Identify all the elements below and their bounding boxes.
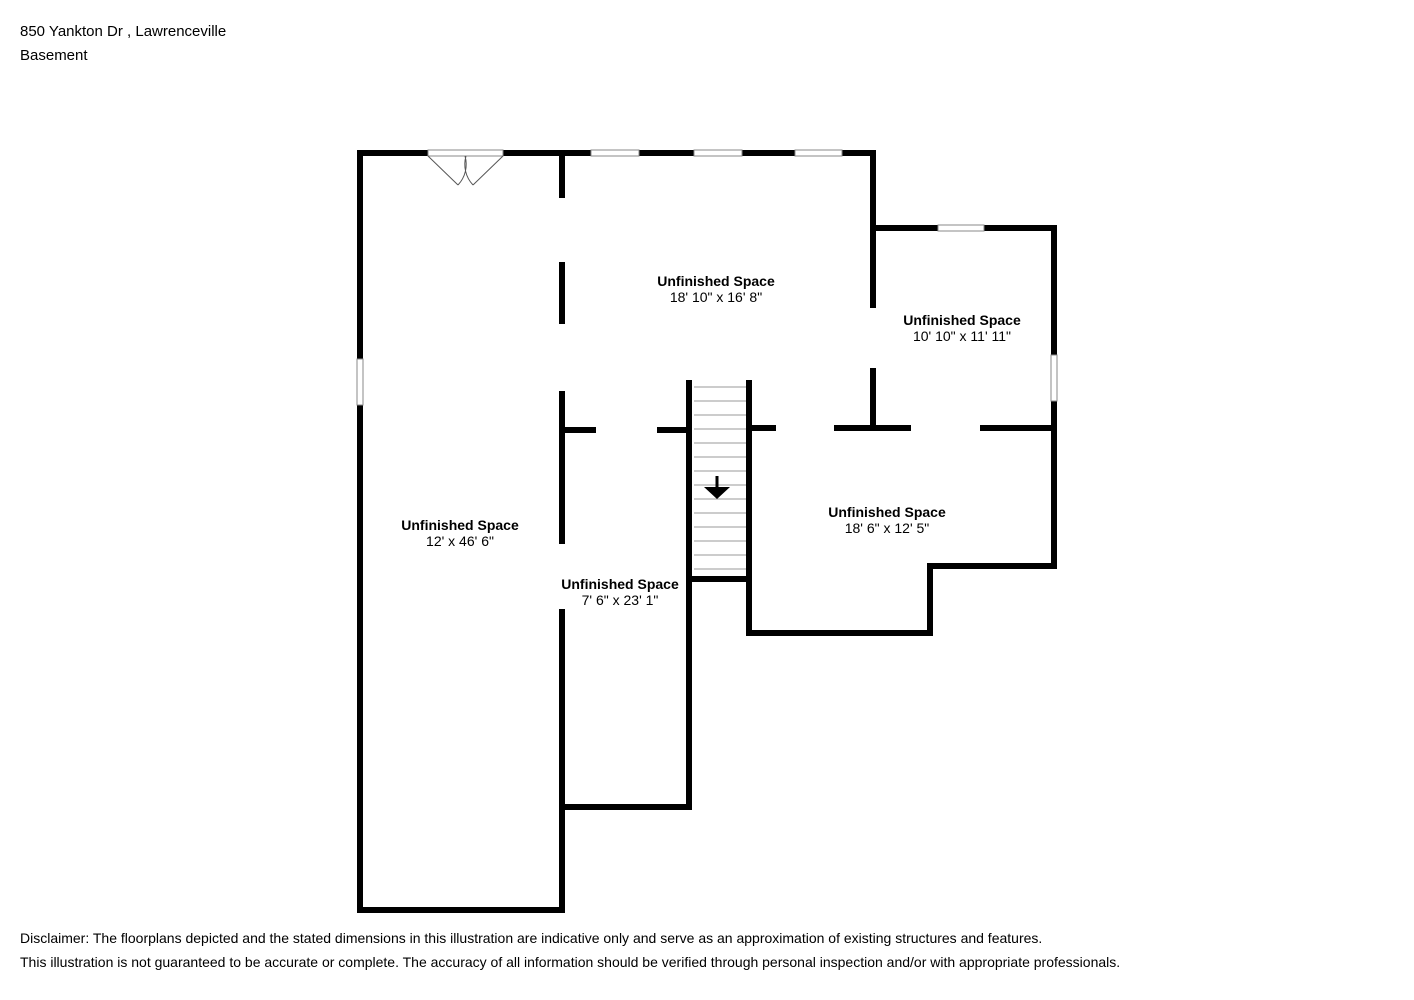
window-top-2 — [693, 149, 743, 157]
room-dimensions: 12' x 46' 6" — [426, 533, 494, 549]
room-label-top: Unfinished Space 18' 10" x 16' 8" — [657, 273, 775, 305]
window-left — [356, 358, 364, 406]
outer-wall-right-annex — [746, 225, 1057, 636]
room-dimensions: 7' 6" x 23' 1" — [582, 592, 659, 608]
stair-down-arrow-icon — [704, 476, 730, 499]
room-label-annex-bottom: Unfinished Space 18' 6" x 12' 5" — [828, 504, 946, 536]
door-opening — [427, 149, 504, 157]
door-leaf-right — [472, 155, 504, 186]
room-name: Unfinished Space — [561, 576, 679, 592]
room-label-left: Unfinished Space 12' x 46' 6" — [401, 517, 519, 549]
room-name: Unfinished Space — [401, 517, 519, 533]
door-swing-right — [464, 155, 474, 186]
window-annex-top — [937, 224, 985, 232]
outer-wall-left-room — [357, 150, 876, 913]
room-name: Unfinished Space — [657, 273, 775, 289]
property-address: 850 Yankton Dr , Lawrenceville — [20, 23, 227, 40]
window-top-3 — [794, 149, 843, 157]
floor-level-label: Basement — [20, 47, 88, 64]
wall-narrow-room — [559, 380, 692, 810]
window-top-1 — [590, 149, 640, 157]
room-dimensions: 10' 10" x 11' 11" — [913, 328, 1011, 344]
disclaimer-line-2: This illustration is not guaranteed to b… — [20, 954, 1121, 970]
room-name: Unfinished Space — [828, 504, 946, 520]
room-name: Unfinished Space — [903, 312, 1021, 328]
door-leaf-left — [427, 155, 459, 186]
window-right — [1050, 354, 1058, 402]
staircase — [694, 386, 746, 570]
disclaimer-line-1: Disclaimer: The floorplans depicted and … — [20, 930, 1043, 946]
room-dimensions: 18' 10" x 16' 8" — [670, 289, 762, 305]
windows — [356, 149, 1058, 406]
room-label-annex-top: Unfinished Space 10' 10" x 11' 11" — [903, 312, 1021, 344]
room-dimensions: 18' 6" x 12' 5" — [845, 520, 930, 536]
walls — [357, 150, 1057, 913]
double-door — [427, 149, 504, 186]
room-label-narrow: Unfinished Space 7' 6" x 23' 1" — [561, 576, 679, 608]
